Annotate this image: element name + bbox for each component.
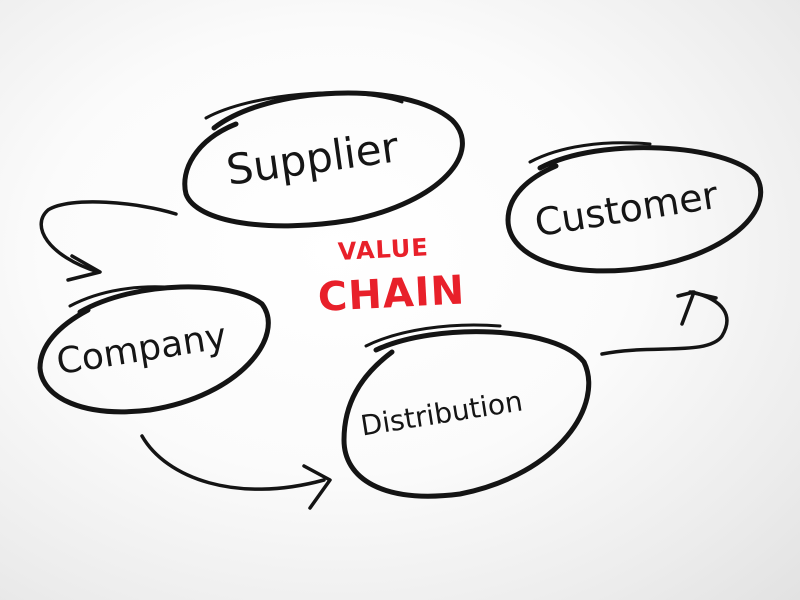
company-oval xyxy=(37,284,271,415)
arrow-distribution-to-customer xyxy=(600,290,729,356)
title-value: VALUE xyxy=(337,233,430,266)
supplier-oval xyxy=(182,90,465,229)
arrow-supplier-to-company xyxy=(39,200,178,282)
distribution-oval xyxy=(341,323,592,499)
customer-oval xyxy=(505,141,764,274)
title-chain: CHAIN xyxy=(316,267,467,321)
arrow-company-to-distribution xyxy=(140,434,332,510)
